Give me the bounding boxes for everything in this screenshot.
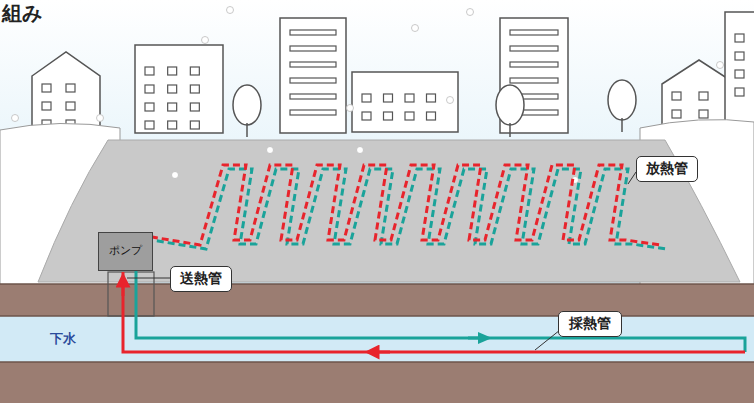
ground-layer <box>0 362 754 403</box>
node-label: 送熱管 <box>180 270 222 288</box>
pipe-shaft <box>108 272 154 316</box>
callout-box: 送熱管 <box>170 266 232 292</box>
leader-line <box>535 330 560 350</box>
flow-arrow <box>122 280 125 296</box>
heading-fragment: 組み <box>2 0 42 27</box>
leader-line <box>127 278 172 279</box>
flow-arrow <box>478 332 492 344</box>
snowflakes <box>12 7 724 184</box>
flow-arrow <box>372 351 390 354</box>
ground-layer <box>0 284 754 316</box>
sky <box>0 0 754 290</box>
band-label: 下水 <box>50 330 754 348</box>
road-surface <box>38 140 740 282</box>
sewer-band: 下水 <box>0 318 754 360</box>
callout-box: 放熱管 <box>636 156 698 182</box>
leader-line <box>628 172 636 184</box>
node-label: 採熱管 <box>569 315 611 333</box>
pump-box: ポンプ <box>98 232 153 271</box>
node-label: 放熱管 <box>646 160 688 178</box>
radiator-pipe <box>140 165 660 245</box>
buildings <box>32 12 754 137</box>
node-label: ポンプ <box>102 243 149 258</box>
callout-box: 採熱管 <box>558 311 622 337</box>
